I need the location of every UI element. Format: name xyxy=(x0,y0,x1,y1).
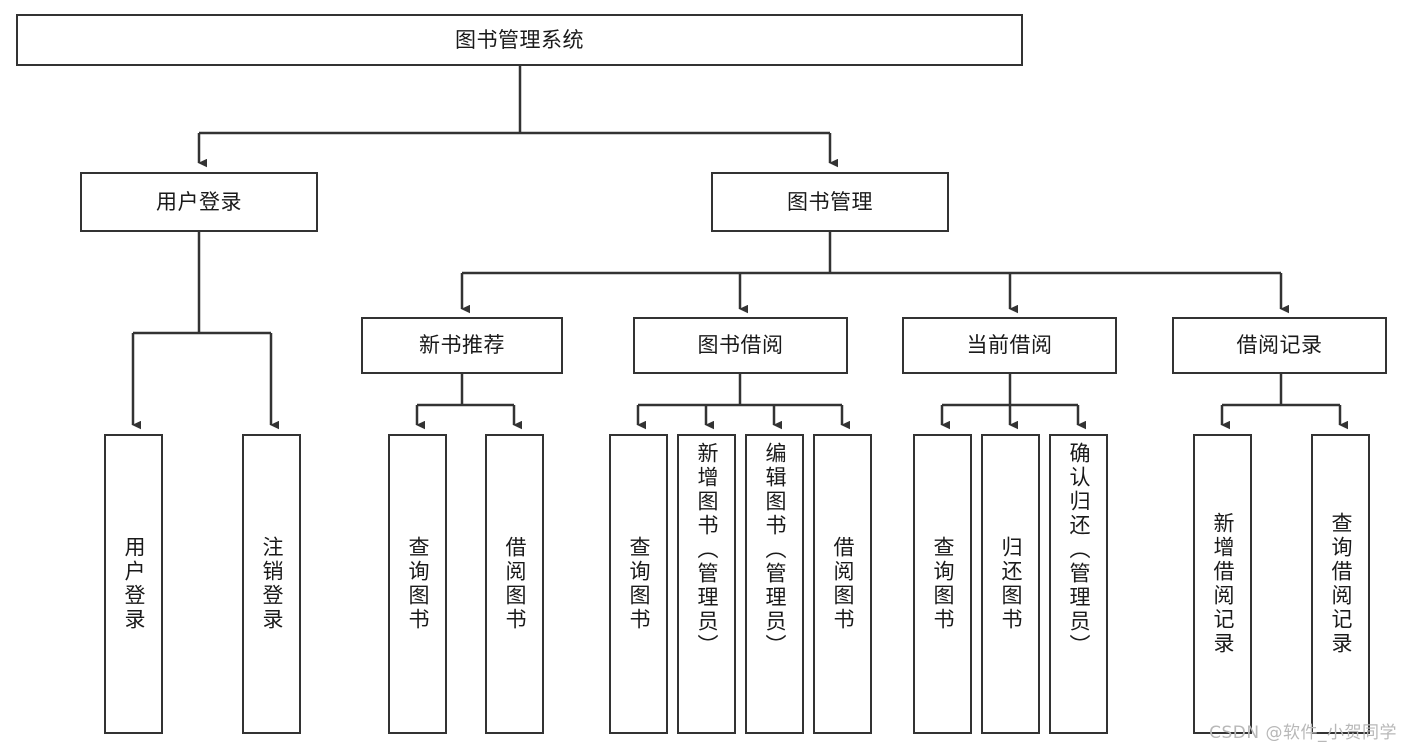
node-borrow-record-label: 借阅记录 xyxy=(1236,333,1323,358)
leaf-new-book-2-label: 借阅图书 xyxy=(503,536,527,632)
node-user-login[interactable]: 用户登录 xyxy=(80,172,318,232)
leaf-current-borrow-1-label: 查询图书 xyxy=(931,536,955,632)
leaf-borrow-record-1-label: 新增借阅记录 xyxy=(1211,512,1235,656)
leaf-current-borrow-1[interactable]: 查询图书 xyxy=(913,434,972,734)
leaf-book-borrow-1-label: 查询图书 xyxy=(627,536,651,632)
leaf-borrow-record-2-label: 查询借阅记录 xyxy=(1329,512,1353,656)
node-root[interactable]: 图书管理系统 xyxy=(16,14,1023,66)
leaf-new-book-1[interactable]: 查询图书 xyxy=(388,434,447,734)
node-root-label: 图书管理系统 xyxy=(455,27,584,52)
leaf-book-borrow-2[interactable]: 新增图书（管理员） xyxy=(677,434,736,734)
leaf-book-borrow-3[interactable]: 编辑图书（管理员） xyxy=(745,434,804,734)
node-current-borrow-label: 当前借阅 xyxy=(966,333,1053,358)
node-current-borrow[interactable]: 当前借阅 xyxy=(902,317,1117,374)
node-new-book-recommend-label: 新书推荐 xyxy=(419,333,505,358)
leaf-new-book-1-label: 查询图书 xyxy=(406,536,430,632)
leaf-user-login-2-label: 注销登录 xyxy=(260,536,284,632)
leaf-current-borrow-2-label: 归还图书 xyxy=(999,536,1023,632)
leaf-user-login-2[interactable]: 注销登录 xyxy=(242,434,301,734)
leaf-user-login-1-label: 用户登录 xyxy=(122,536,146,632)
node-user-login-label: 用户登录 xyxy=(156,189,242,214)
node-book-manage[interactable]: 图书管理 xyxy=(711,172,949,232)
node-book-borrow-label: 图书借阅 xyxy=(697,333,784,358)
leaf-book-borrow-4-label: 借阅图书 xyxy=(831,536,855,632)
leaf-book-borrow-1[interactable]: 查询图书 xyxy=(609,434,668,734)
leaf-user-login-1[interactable]: 用户登录 xyxy=(104,434,163,734)
leaf-new-book-2[interactable]: 借阅图书 xyxy=(485,434,544,734)
leaf-borrow-record-2[interactable]: 查询借阅记录 xyxy=(1311,434,1370,734)
leaf-current-borrow-3[interactable]: 确认归还（管理员） xyxy=(1049,434,1108,734)
node-book-borrow[interactable]: 图书借阅 xyxy=(633,317,848,374)
leaf-current-borrow-3-label: 确认归还（管理员） xyxy=(1067,442,1091,658)
leaf-book-borrow-2-label: 新增图书（管理员） xyxy=(695,442,719,658)
leaf-current-borrow-2[interactable]: 归还图书 xyxy=(981,434,1040,734)
leaf-book-borrow-4[interactable]: 借阅图书 xyxy=(813,434,872,734)
node-new-book-recommend[interactable]: 新书推荐 xyxy=(361,317,563,374)
node-book-manage-label: 图书管理 xyxy=(787,189,873,214)
leaf-book-borrow-3-label: 编辑图书（管理员） xyxy=(763,442,787,658)
node-borrow-record[interactable]: 借阅记录 xyxy=(1172,317,1387,374)
leaf-borrow-record-1[interactable]: 新增借阅记录 xyxy=(1193,434,1252,734)
